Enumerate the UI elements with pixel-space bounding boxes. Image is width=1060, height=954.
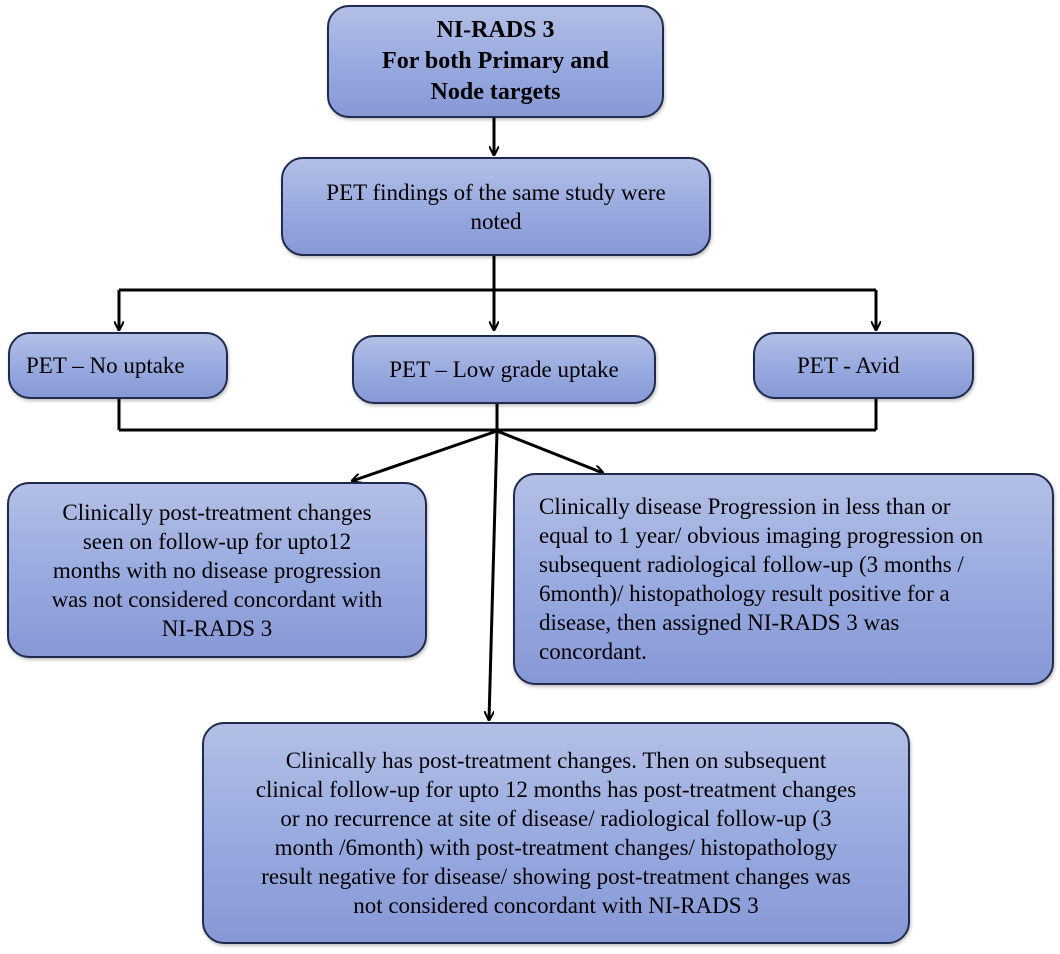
right-outcome-line-6: concordant.: [539, 639, 647, 664]
arrow-to-right-outcome: [496, 429, 603, 473]
bottom-outcome-line-2: clinical follow-up for upto 12 months ha…: [255, 777, 857, 802]
node-outcome-not-concordant-left: Clinically post-treatment changes seen o…: [7, 482, 427, 658]
pet-findings-line-2: noted: [470, 208, 522, 234]
right-outcome-line-1: Clinically disease Progression in less t…: [539, 494, 951, 519]
node-pet-low-grade-uptake: PET – Low grade uptake: [352, 335, 656, 404]
root-line-3: Node targets: [430, 79, 561, 105]
node-outcome-not-concordant-bottom: Clinically has post-treatment changes. T…: [202, 722, 910, 944]
pet-findings-line-1: PET findings of the same study were: [326, 179, 666, 205]
node-pet-avid: PET - Avid: [753, 332, 974, 399]
node-pet-findings: PET findings of the same study were note…: [281, 157, 711, 256]
right-outcome-line-3: subsequent radiological follow-up (3 mon…: [539, 552, 964, 577]
pet-low-grade-label: PET – Low grade uptake: [389, 357, 619, 382]
arrow-to-left-outcome: [352, 429, 498, 481]
bottom-outcome-line-5: result negative for disease/ showing pos…: [261, 864, 851, 889]
arrow-to-bottom-outcome: [489, 430, 499, 720]
left-outcome-line-2: seen on follow-up for upto12: [82, 528, 352, 554]
pet-avid-label: PET - Avid: [797, 353, 900, 378]
root-line-2: For both Primary and: [382, 48, 609, 74]
right-outcome-line-4: 6month)/ histopathology result positive …: [539, 581, 950, 606]
right-outcome-line-5: disease, then assigned NI-RADS 3 was: [539, 610, 900, 635]
left-outcome-line-1: Clinically post-treatment changes: [62, 499, 372, 525]
bottom-outcome-line-3: or no recurrence at site of disease/ rad…: [280, 806, 832, 831]
left-outcome-line-3: months with no disease progression: [52, 557, 382, 583]
right-outcome-line-2: equal to 1 year/ obvious imaging progres…: [539, 523, 983, 548]
bottom-outcome-line-1: Clinically has post-treatment changes. T…: [285, 748, 827, 773]
node-pet-no-uptake: PET – No uptake: [8, 332, 228, 399]
bottom-outcome-line-4: month /6month) with post-treatment chang…: [274, 835, 838, 860]
node-ni-rads-3-root: NI-RADS 3 For both Primary and Node targ…: [327, 5, 664, 118]
left-outcome-line-5: NI-RADS 3: [161, 615, 273, 641]
bottom-outcome-line-6: not considered concordant with NI-RADS 3: [353, 893, 759, 918]
node-outcome-concordant: Clinically disease Progression in less t…: [513, 473, 1054, 685]
left-outcome-line-4: was not considered concordant with: [51, 586, 383, 612]
root-line-1: NI-RADS 3: [436, 17, 555, 43]
pet-no-uptake-label: PET – No uptake: [26, 353, 185, 378]
